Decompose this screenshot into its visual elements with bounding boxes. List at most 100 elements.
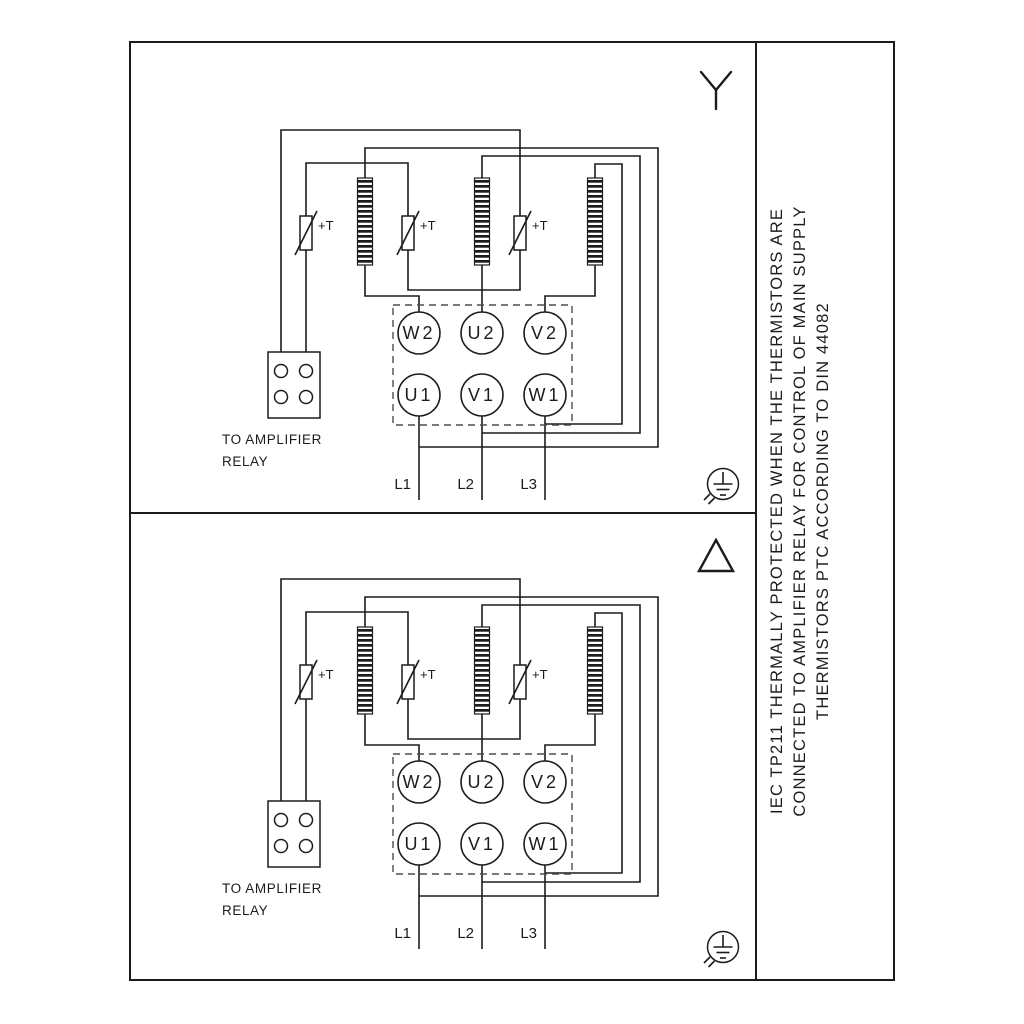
relay-pin-4 [298, 389, 314, 405]
relay-pin-1 [273, 363, 289, 379]
coil1-to-terminal-w2-wire [364, 714, 420, 761]
supply-label-l2: L2 [457, 925, 474, 942]
earth-ground-icon [703, 930, 740, 968]
terminal-u2: U2 [460, 311, 504, 355]
thermistor-label: +T [420, 667, 436, 682]
delta-symbol-icon [696, 537, 736, 573]
drawing-border [129, 41, 895, 981]
star-arm-left [699, 70, 718, 92]
supply-label-l2: L2 [457, 476, 474, 493]
terminal-label: U1 [404, 385, 433, 405]
supply-label-l3: L3 [520, 476, 537, 493]
coil3-return-wire [545, 163, 623, 425]
terminal-circle [460, 311, 504, 355]
terminal-label: W2 [403, 323, 436, 343]
thermistor-diagonal [508, 210, 532, 256]
supply-label-l3: L3 [520, 925, 537, 942]
thermistor-label: +T [318, 218, 334, 233]
terminal-u2: U2 [460, 760, 504, 804]
terminal-label: V1 [468, 834, 496, 854]
terminal-circle [523, 373, 567, 417]
terminal-block: W2 U2 V2 U1 V1 [392, 304, 573, 426]
motor-wiring: +T +T +T TO AMPLIFIER RELAY [222, 578, 659, 949]
terminal-circle [523, 311, 567, 355]
thermistor-chain-wires [280, 129, 521, 364]
terminal-circle [460, 760, 504, 804]
thermistor-1: +T [294, 210, 334, 256]
coil3-to-terminal-v2-wire [544, 714, 596, 761]
terminal-w1: W1 [523, 822, 567, 866]
thermistor-diagonal [294, 659, 318, 705]
relay-pin-3 [273, 389, 289, 405]
terminal-v2: V2 [523, 311, 567, 355]
terminal-label: W2 [403, 772, 436, 792]
terminal-label: V2 [531, 772, 559, 792]
side-note-line-3: THERMISTORS PTC ACCORDING TO DIN 44082 [814, 302, 832, 720]
terminal-label: V1 [468, 385, 496, 405]
terminal-circle [397, 760, 441, 804]
terminal-circle [397, 373, 441, 417]
relay-caption-line-1: TO AMPLIFIER [222, 432, 322, 447]
thermistor3-to-thermistor2-wire [407, 699, 521, 740]
thermistor-2: +T [396, 659, 436, 705]
coil1-return-wire [364, 147, 659, 448]
supply-lead-wires [418, 416, 546, 500]
terminal-circle [460, 822, 504, 866]
terminal-label: U1 [404, 834, 433, 854]
delta-triangle [696, 537, 736, 573]
coil1-return-wire [364, 596, 659, 897]
thermistor-label: +T [532, 218, 548, 233]
delta-section: +T +T +T TO AMPLIFIER RELAY [222, 537, 740, 968]
winding-wires [364, 596, 659, 897]
supply-lead-wires [418, 865, 546, 949]
terminal-block-outline [392, 753, 573, 875]
terminal-v1: V1 [460, 373, 504, 417]
terminal-v1: V1 [460, 822, 504, 866]
terminal-label: W1 [529, 385, 562, 405]
terminal-label: U2 [467, 323, 496, 343]
amplifier-relay-connector [267, 351, 321, 419]
terminal-u1: U1 [397, 373, 441, 417]
terminal-block-outline [392, 304, 573, 426]
side-note-line-1: IEC TP211 THERMALLY PROTECTED WHEN THE T… [768, 208, 786, 814]
terminal-u1: U1 [397, 822, 441, 866]
star-arm-right [714, 70, 733, 92]
relay-pin-1 [273, 812, 289, 828]
relay-connector-body [267, 351, 321, 419]
thermistor-3: +T [508, 659, 548, 705]
thermistor-1: +T [294, 659, 334, 705]
supply-label-l1: L1 [394, 476, 411, 493]
supply-label-l1: L1 [394, 925, 411, 942]
terminal-w2: W2 [397, 760, 441, 804]
relay-connector-body [267, 800, 321, 868]
star-section: +T +T +T TO AMPLIFIER RELAY [222, 70, 740, 505]
motor-winding-coil-2 [473, 177, 491, 266]
relay-caption-line-2: RELAY [222, 454, 268, 469]
coil2-return-wire [481, 604, 641, 883]
motor-winding-coil-3 [586, 177, 604, 266]
thermistor-label: +T [420, 218, 436, 233]
relay-caption-line-2: RELAY [222, 903, 268, 918]
relay-to-thermistor3-wire [280, 129, 521, 364]
ground-hatch-1 [703, 493, 711, 501]
thermistor-diagonal [396, 210, 420, 256]
terminal-circle [523, 822, 567, 866]
thermistor2-to-thermistor1-wire [305, 162, 409, 216]
ground-hatch-2 [707, 960, 716, 968]
coil1-to-terminal-w2-wire [364, 265, 420, 312]
winding-wires [364, 147, 659, 448]
relay-pin-2 [298, 363, 314, 379]
coil2-return-wire [481, 155, 641, 434]
terminal-circle [523, 760, 567, 804]
ground-hatch-2 [707, 497, 716, 505]
thermistor-diagonal [396, 659, 420, 705]
thermistor3-to-thermistor2-wire [407, 250, 521, 291]
terminal-block: W2 U2 V2 U1 V1 [392, 753, 573, 875]
relay-to-thermistor3-wire [280, 578, 521, 813]
thermistor-3: +T [508, 210, 548, 256]
amplifier-relay-connector [267, 800, 321, 868]
thermistor-label: +T [532, 667, 548, 682]
side-note-line-2: CONNECTED TO AMPLIFIER RELAY FOR CONTROL… [791, 205, 809, 816]
thermistor-2: +T [396, 210, 436, 256]
